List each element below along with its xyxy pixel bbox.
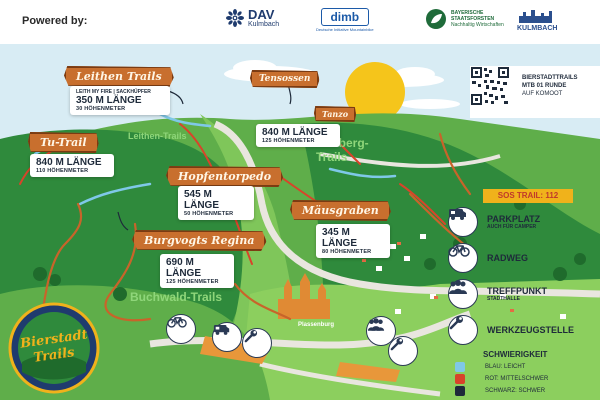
dav-name: DAV xyxy=(248,7,275,22)
legend-title: WERKZEUGSTELLE xyxy=(487,325,574,335)
trail-elevation: 125 HÖHENMETER xyxy=(166,279,219,285)
staatsforsten-logo[interactable]: BAYERISCHE STAATSFORSTEN Nachhaltig Wirt… xyxy=(425,8,515,30)
legend-bike-path: RADWEG xyxy=(448,243,528,273)
black-swatch xyxy=(455,386,465,396)
legend-title: TREFFPUNKT xyxy=(487,286,547,296)
legend-sub: AUCH FÜR CAMPER xyxy=(487,224,537,230)
legend-tool-station: WERKZEUGSTELLE xyxy=(448,315,574,345)
map-camper-icon[interactable] xyxy=(212,322,242,352)
qr-line-2: MTB 01 RUNDE xyxy=(522,83,567,89)
qr-text: BIERSTADTTRAILS MTB 01 RUNDE AUF KOMOOT xyxy=(522,74,578,98)
difficulty-hard: SCHWARZ: SCHWER xyxy=(455,386,548,396)
trail-elevation: 125 HÖHENMETER xyxy=(262,138,315,144)
dimb-sub: Deutsche Initiative Mountainbike xyxy=(316,27,374,32)
castle-icon xyxy=(519,10,553,23)
difficulty-legend: SCHWIERIGKEIT BLAU: LEICHT ROT: MITTELSC… xyxy=(455,350,548,398)
trail-info-hopfentorpedo: 545 M LÄNGE 50 HÖHENMETER xyxy=(178,186,254,220)
dimb-logo[interactable]: dimb Deutsche Initiative Mountainbike xyxy=(316,8,374,32)
leithen-region-label: Leithen-Trails xyxy=(128,131,187,141)
trail-info-tu: 840 M LÄNGE 110 HÖHENMETER xyxy=(30,154,114,177)
trail-length: 840 M LÄNGE xyxy=(36,157,102,168)
trail-elevation: 80 HÖHENMETER xyxy=(322,249,372,255)
trail-length: 350 M LÄNGE xyxy=(76,95,142,106)
kulmbach-name: KULMBACH xyxy=(517,25,558,32)
difficulty-label: BLAU: LEICHT xyxy=(485,364,526,370)
bierstadt-trails-badge[interactable]: Bierstadt Trails xyxy=(8,302,100,394)
kulmbach-logo[interactable]: KULMBACH xyxy=(517,8,557,32)
group-icon xyxy=(448,279,478,309)
legend-title: RADWEG xyxy=(487,253,528,263)
trail-elevation: 30 HÖHENMETER xyxy=(76,106,126,112)
difficulty-medium: ROT: MITTELSCHWER xyxy=(455,374,548,384)
dimb-name: dimb xyxy=(320,8,369,26)
legend-meeting-point: TREFFPUNKT STADTHALLE xyxy=(448,279,547,309)
qr-code-icon[interactable] xyxy=(470,66,510,106)
trail-sign-tu[interactable]: Tu-Trail xyxy=(28,132,99,153)
badge-emblem xyxy=(8,302,100,394)
camper-icon xyxy=(448,207,478,237)
map-bicycle-icon[interactable] xyxy=(166,314,196,344)
difficulty-label: ROT: MITTELSCHWER xyxy=(485,376,549,382)
buchwald-region-label: Buchwald-Trails xyxy=(130,290,223,304)
red-swatch xyxy=(455,374,465,384)
trail-sign-tanzo[interactable]: Tanzo xyxy=(314,106,357,122)
sponsor-bar: Powered by: DAV Kulmbach dimb Deutsche I… xyxy=(0,0,600,44)
trail-sign-mausgraben[interactable]: Mäusgraben xyxy=(290,200,391,221)
qr-line-1: BIERSTADTTRAILS xyxy=(522,75,578,81)
legend-title: PARKPLATZ xyxy=(487,214,541,224)
sun xyxy=(345,62,405,122)
powered-by-label: Powered by: xyxy=(22,15,88,27)
legend-sub: STADTHALLE xyxy=(487,296,520,302)
wrench-icon xyxy=(448,315,478,345)
sos-badge: SOS TRAIL: 112 xyxy=(483,189,573,203)
difficulty-label: SCHWARZ: SCHWER xyxy=(485,388,546,394)
trail-length: 545 M LÄNGE xyxy=(184,189,219,211)
map-wrench-icon-2[interactable] xyxy=(388,336,418,366)
leaf-icon xyxy=(426,9,446,29)
trail-elevation: 110 HÖHENMETER xyxy=(36,168,89,174)
trail-info-tensossen: 840 M LÄNGE 125 HÖHENMETER xyxy=(256,124,340,147)
rehberg-region-label-2: Trails xyxy=(316,150,348,164)
qr-line-3: AUF KOMOOT xyxy=(522,91,563,97)
trail-map: Leithen-Trails Rehberg- Trails Buchwald-… xyxy=(0,44,600,400)
trail-info-leithen: LEITH MY FIRE | SACKHÜPFER 350 M LÄNGE 3… xyxy=(70,86,170,115)
difficulty-easy: BLAU: LEICHT xyxy=(455,362,548,372)
map-wrench-icon[interactable] xyxy=(242,328,272,358)
trail-sign-tensossen[interactable]: Tensossen xyxy=(250,70,320,88)
dav-sub: Kulmbach xyxy=(248,21,280,28)
trail-info-mausgraben: 345 M LÄNGE 80 HÖHENMETER xyxy=(316,224,390,258)
trail-info-burgvogts: 690 M LÄNGE 125 HÖHENMETER xyxy=(160,254,234,288)
trail-sign-burgvogts[interactable]: Burgvogts Regina xyxy=(132,230,267,251)
clouds xyxy=(224,60,460,109)
difficulty-title: SCHWIERIGKEIT xyxy=(483,350,548,359)
dav-logo[interactable]: DAV Kulmbach xyxy=(226,8,279,28)
qr-panel: BIERSTADTTRAILS MTB 01 RUNDE AUF KOMOOT xyxy=(470,66,600,118)
map-group-icon[interactable] xyxy=(366,316,396,346)
staatsforsten-name: BAYERISCHE STAATSFORSTEN xyxy=(451,10,495,22)
bicycle-icon xyxy=(448,243,478,273)
trail-length: 345 M LÄNGE xyxy=(322,227,357,249)
staatsforsten-sub: Nachhaltig Wirtschaften xyxy=(451,22,504,28)
trail-length: 690 M LÄNGE xyxy=(166,257,201,279)
legend-parking: PARKPLATZ AUCH FÜR CAMPER xyxy=(448,207,540,237)
trail-elevation: 50 HÖHENMETER xyxy=(184,211,234,217)
edelweiss-icon xyxy=(226,9,244,27)
plassenburg-castle xyxy=(278,273,330,319)
blue-swatch xyxy=(455,362,465,372)
trail-length: 840 M LÄNGE xyxy=(262,127,328,138)
trail-sign-hopfentorpedo[interactable]: Hopfentorpedo xyxy=(166,166,284,187)
trail-extra: LEITH MY FIRE | SACKHÜPFER xyxy=(76,89,151,95)
plassenburg-label: Plassenburg xyxy=(298,322,335,328)
trail-sign-leithen[interactable]: Leithen Trails xyxy=(64,66,174,87)
